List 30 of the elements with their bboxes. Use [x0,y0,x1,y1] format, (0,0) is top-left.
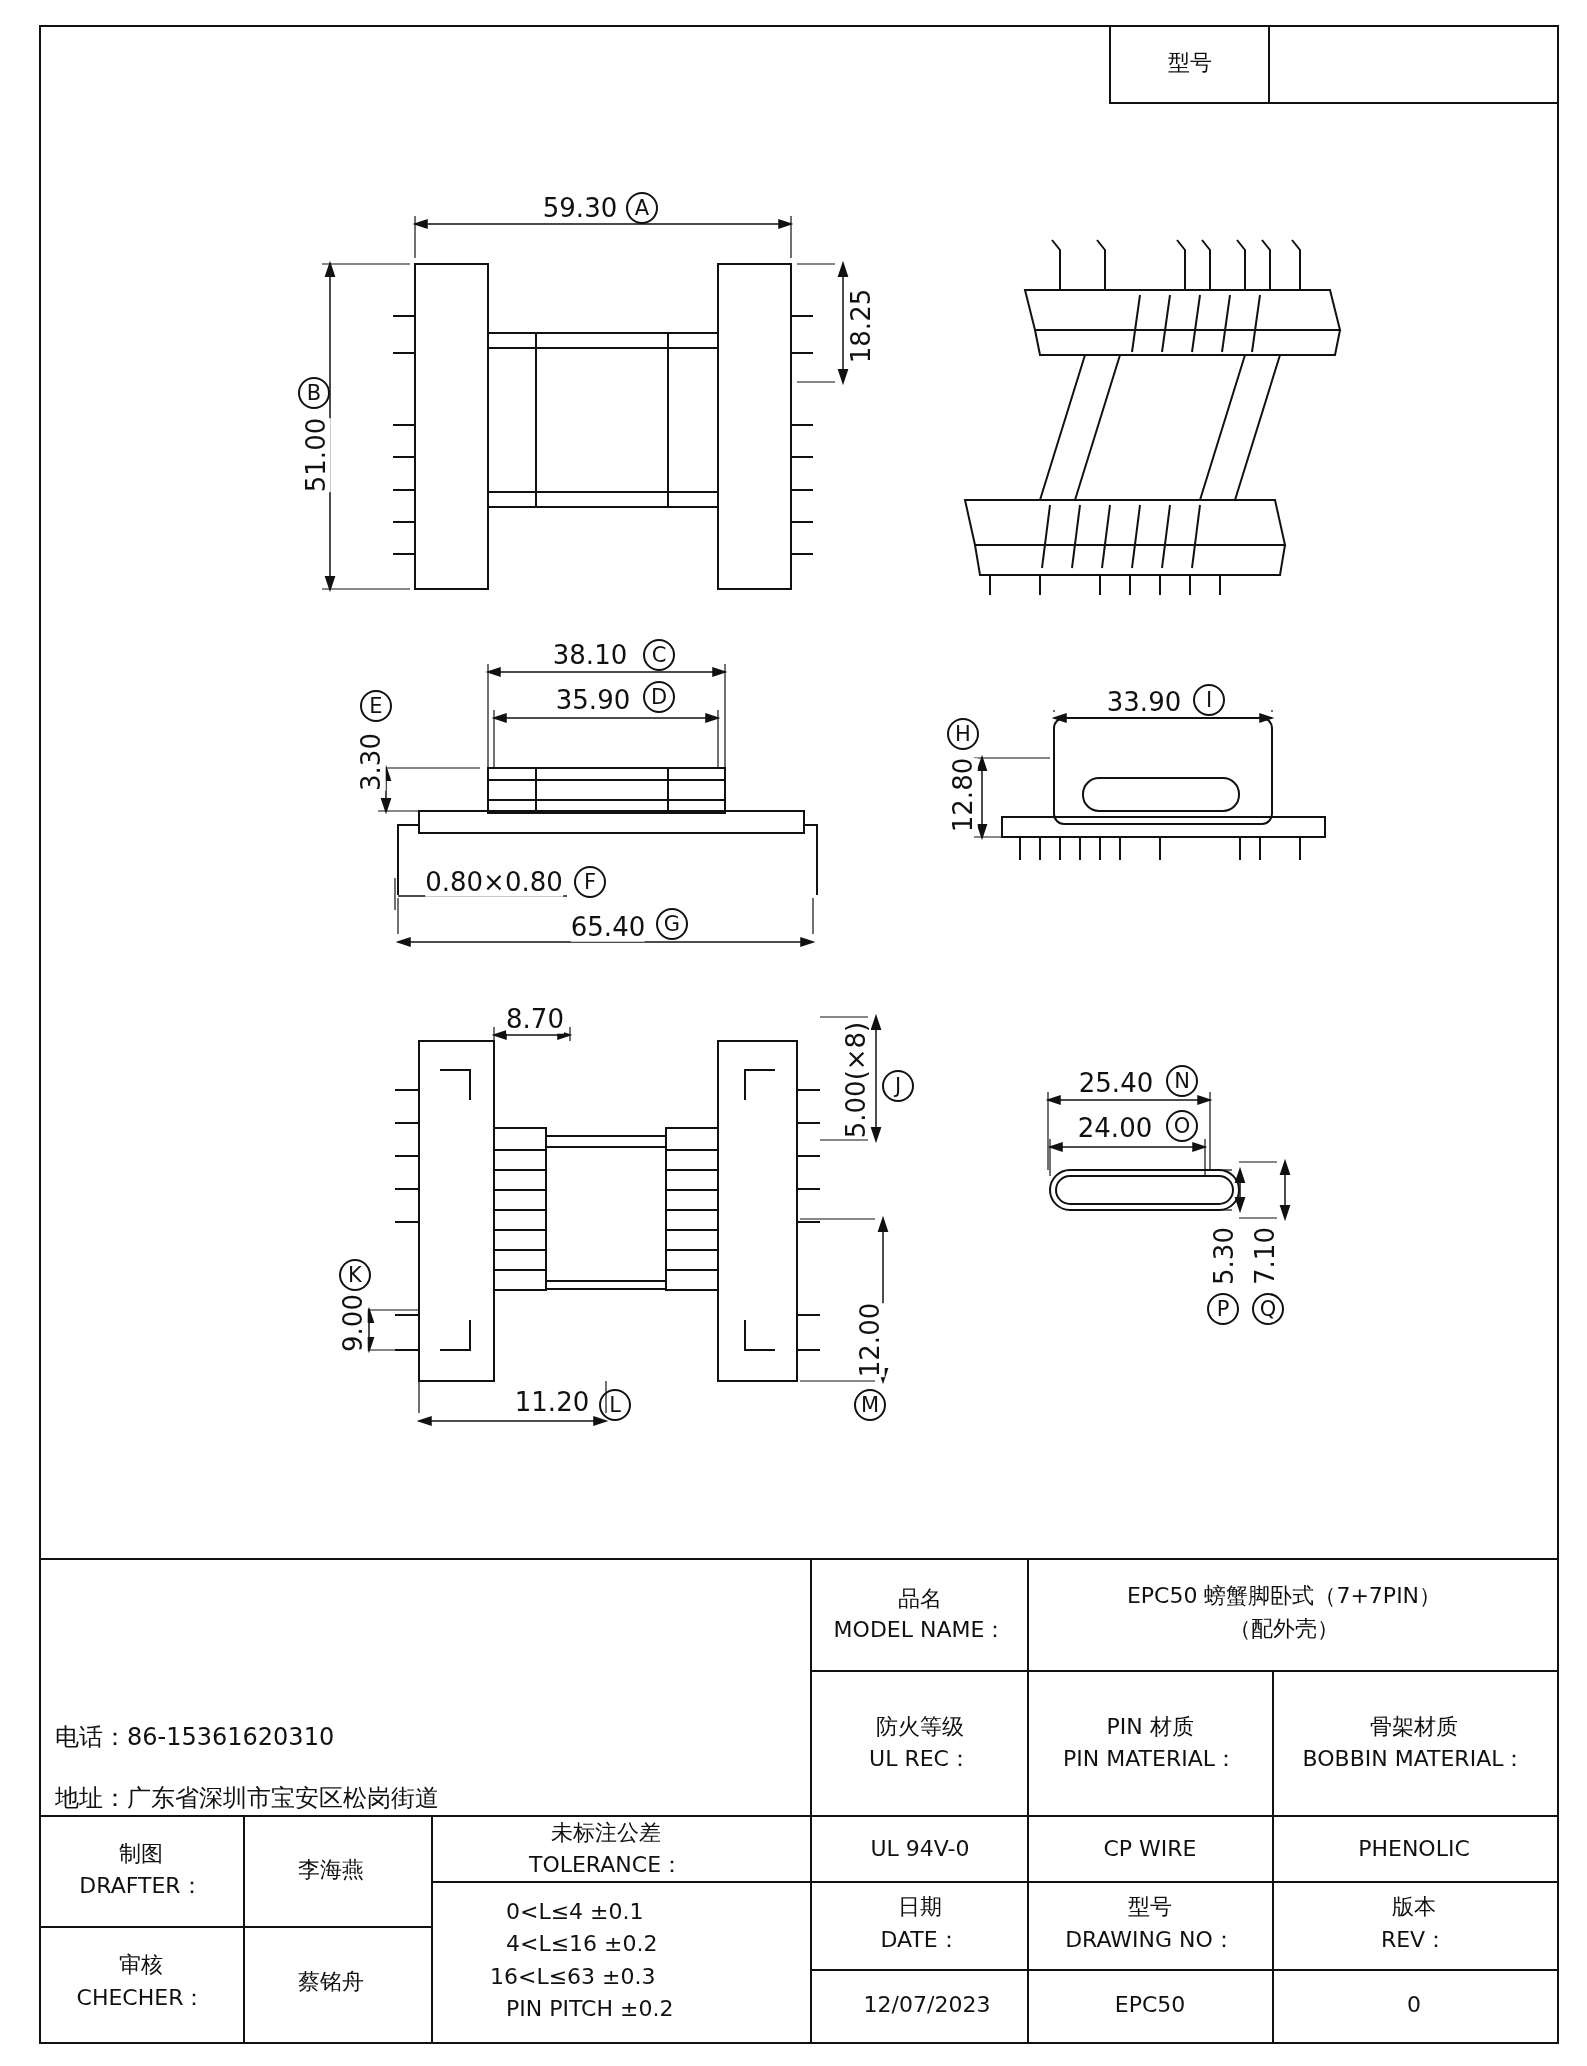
dimension-callout: F [574,866,606,898]
dimension-callout: M [854,1389,886,1421]
field-label: 型号 [1128,1894,1172,1920]
field-label: 审核 [119,1952,163,1978]
dimension-callout: C [643,639,675,671]
field-label: 未标注公差 [551,1820,661,1846]
field-label: 制图 [119,1841,163,1867]
field-value: 李海燕 [298,1857,364,1883]
dimension-callout: A [626,192,658,224]
dimension-callout: K [339,1259,371,1291]
dimension-callout: D [643,681,675,713]
field-label: PIN 材质 [1106,1714,1194,1740]
dimension-callout: I [1193,684,1225,716]
field-label: 骨架材质 [1370,1714,1458,1740]
dimension-callout: E [360,690,392,722]
dimension-callout: B [298,377,330,409]
dimension-callout: H [947,718,979,750]
field-label: 日期 [898,1894,942,1920]
dimension-callout: L [599,1389,631,1421]
field-label: 品名 [898,1586,942,1612]
field-value: 蔡铭舟 [298,1969,364,1995]
dimension-callout: G [656,908,688,940]
dimension-callout: Q [1252,1293,1284,1325]
field-label: 版本 [1392,1894,1436,1920]
dimension-callout: J [882,1070,914,1102]
dimension-callout: O [1166,1110,1198,1142]
dimension-callout: P [1207,1293,1239,1325]
field-label: 防火等级 [876,1714,964,1740]
dimension-callout: N [1166,1065,1198,1097]
field-label: 型号 [1168,50,1212,76]
